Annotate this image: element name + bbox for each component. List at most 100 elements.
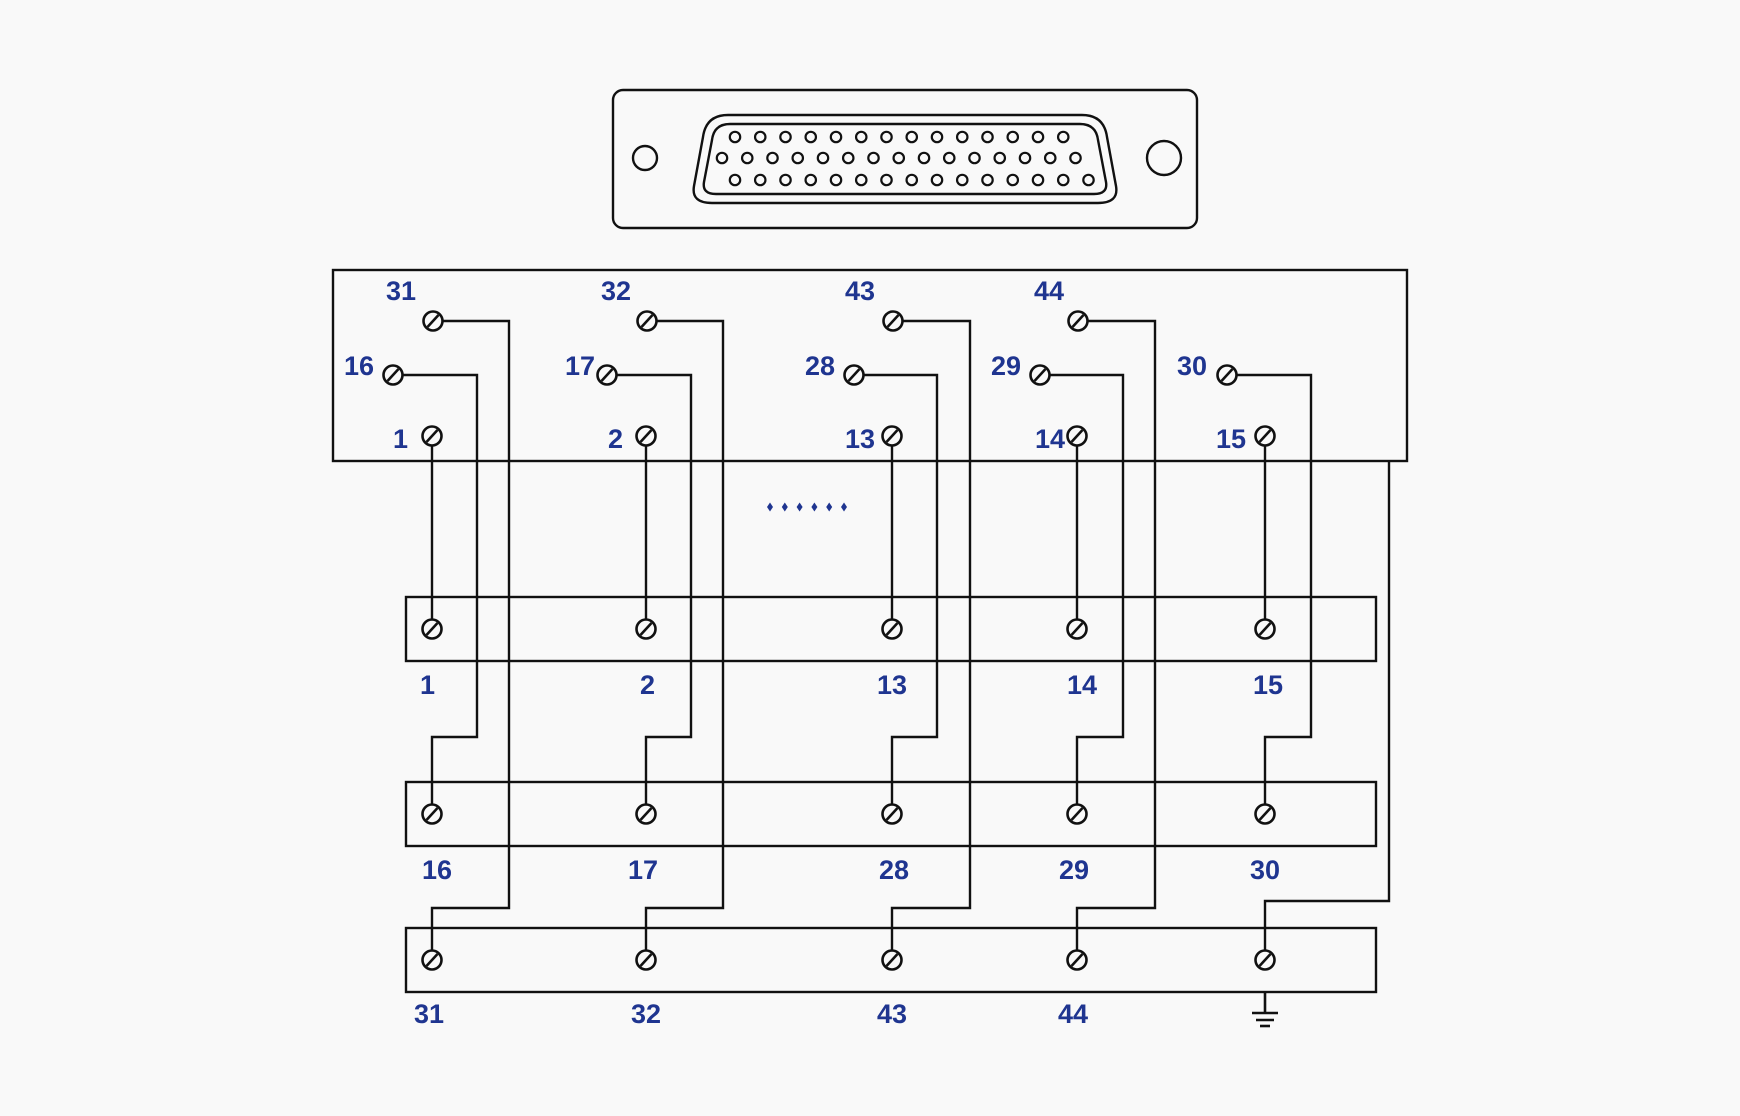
connector-pin [804, 173, 818, 187]
block3-label-32: 32 [631, 999, 661, 1029]
screw-terminals [382, 310, 1276, 971]
connector-pin [930, 173, 944, 187]
connector-pins [715, 130, 1095, 187]
connector-pin [753, 130, 767, 144]
connector-pin [804, 130, 818, 144]
connector-pin [993, 151, 1007, 165]
screw-terminal [1216, 364, 1238, 386]
mounting-hole-left [631, 144, 659, 172]
screw-terminal [843, 364, 865, 386]
screw-terminal [635, 949, 657, 971]
connector-pin [1031, 130, 1045, 144]
screw-terminal [1067, 310, 1089, 332]
connector-pin [880, 173, 893, 187]
connector-pin [1082, 173, 1095, 187]
wire [863, 373, 939, 805]
ground-icon [1252, 992, 1278, 1028]
connector-pin [841, 151, 855, 165]
connector-pin [968, 151, 981, 165]
connector-pin [930, 130, 944, 144]
ellipsis-dot [841, 502, 847, 512]
block1-label-2: 2 [640, 670, 655, 700]
wire [402, 373, 479, 805]
connector-pin [766, 151, 779, 165]
label-pin-31: 31 [386, 276, 416, 306]
screw-terminal [1066, 425, 1088, 447]
label-pin-32: 32 [601, 276, 631, 306]
connector-pin [981, 173, 994, 187]
ellipsis-dot [826, 502, 833, 512]
wires [402, 319, 1391, 951]
connector-shell-inner [702, 122, 1108, 196]
screw-terminal [1029, 364, 1051, 386]
screw-terminal [881, 425, 903, 447]
label-pin-2: 2 [608, 424, 623, 454]
connector-pin [867, 151, 880, 165]
wire [1075, 319, 1157, 951]
connector-shell-outer [692, 113, 1118, 205]
block3-label-44: 44 [1058, 999, 1088, 1029]
connector-pin [905, 130, 919, 144]
connector-pin [955, 173, 969, 187]
label-pin-29: 29 [991, 351, 1021, 381]
connector-pin [791, 151, 805, 165]
wire [1236, 373, 1313, 805]
block2-label-30: 30 [1250, 855, 1280, 885]
screw-terminal [1254, 425, 1276, 447]
connector-pin [1056, 173, 1070, 187]
screw-terminal [1066, 618, 1088, 640]
connector-pin [829, 173, 843, 187]
breakout-board [331, 268, 1409, 463]
connector-pin [740, 151, 754, 165]
block2-label-28: 28 [879, 855, 909, 885]
screw-terminal [636, 310, 658, 332]
connector-pin [854, 130, 868, 144]
connector-pin [1018, 151, 1032, 165]
block3-label-43: 43 [877, 999, 907, 1029]
connector-pin [1006, 173, 1020, 187]
label-pin-17: 17 [565, 351, 595, 381]
connector-pin [829, 130, 843, 144]
label-pin-15: 15 [1216, 424, 1246, 454]
label-pin-14: 14 [1035, 424, 1065, 454]
screw-terminal [635, 618, 657, 640]
screw-terminal [382, 364, 404, 386]
dsub-connector [611, 88, 1199, 230]
mounting-hole-right [1145, 139, 1183, 177]
connector-pin [816, 151, 830, 165]
connector-pin [1006, 130, 1020, 144]
label-pin-13: 13 [845, 424, 875, 454]
block1-label-13: 13 [877, 670, 907, 700]
block3-label-31: 31 [414, 999, 444, 1029]
connector-pin [880, 130, 893, 144]
screw-terminal [881, 618, 903, 640]
connector-pin [715, 151, 729, 165]
screw-terminal [421, 425, 443, 447]
connector-pin [917, 151, 931, 165]
screw-terminal [635, 803, 657, 825]
screw-terminal [421, 949, 443, 971]
label-pin-1: 1 [393, 424, 408, 454]
wire [890, 319, 972, 951]
screw-terminal [881, 803, 903, 825]
connector-pin [1043, 151, 1057, 165]
screw-terminal [1254, 803, 1276, 825]
ellipsis-dot [811, 502, 818, 512]
screw-terminal [421, 803, 443, 825]
screw-terminal [1066, 803, 1088, 825]
ellipsis-dot [781, 502, 788, 512]
block1-label-14: 14 [1067, 670, 1097, 700]
ellipsis-dot [767, 502, 773, 512]
block1-label-1: 1 [420, 670, 435, 700]
block2-label-29: 29 [1059, 855, 1089, 885]
screw-terminal [1254, 949, 1276, 971]
connector-pin [1031, 173, 1045, 187]
label-pin-30: 30 [1177, 351, 1207, 381]
label-pin-16: 16 [344, 351, 374, 381]
connector-pin [942, 151, 956, 165]
connector-pin [892, 151, 906, 165]
connector-pin [779, 130, 792, 144]
wire [644, 319, 725, 951]
screw-terminal [635, 425, 657, 447]
ellipsis-dots [767, 502, 847, 512]
